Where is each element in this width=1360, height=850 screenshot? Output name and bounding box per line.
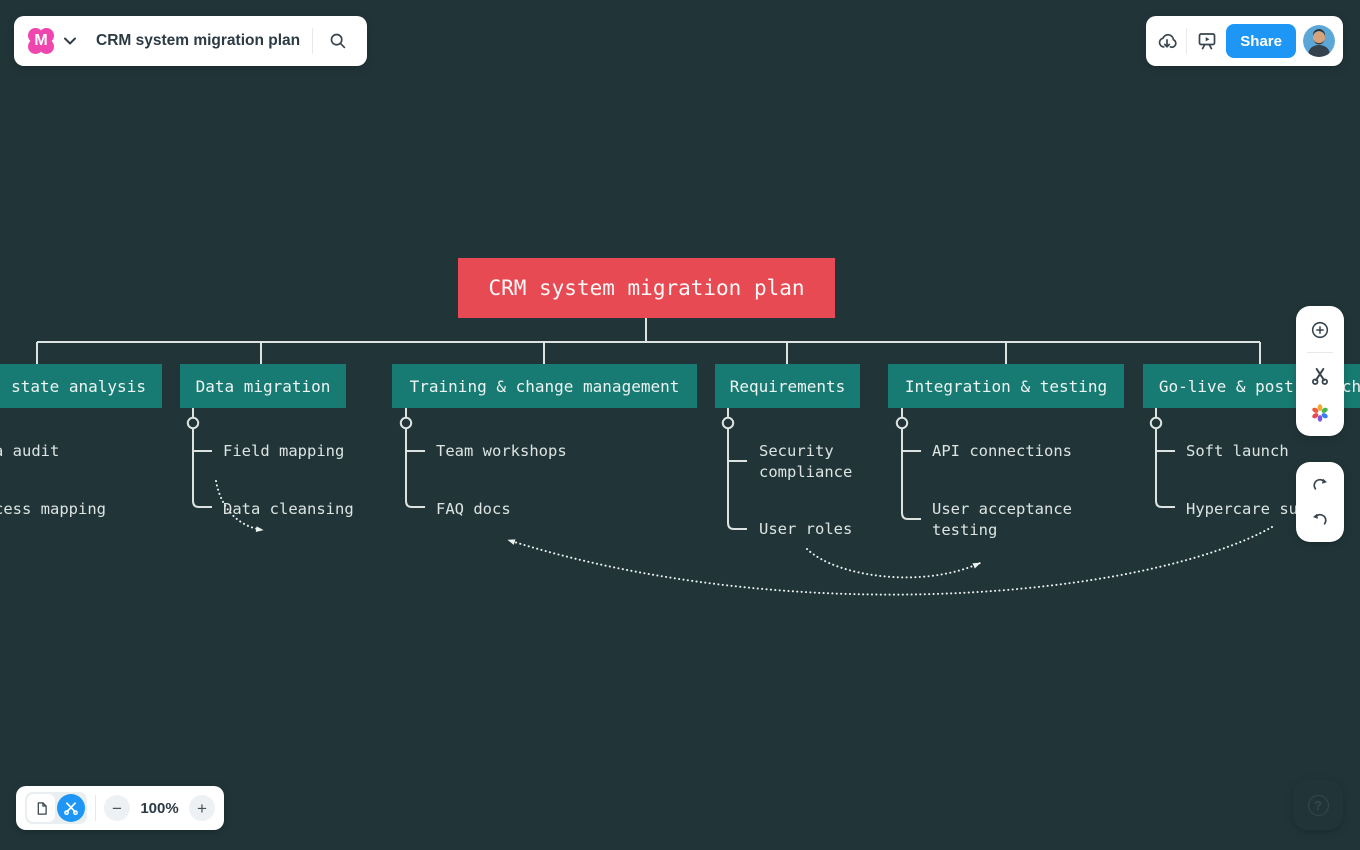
search-button[interactable] — [321, 24, 355, 58]
view-mode-toggle — [25, 792, 87, 824]
branch-node-data-migration[interactable]: Data migration — [180, 364, 346, 408]
mindmeister-logo-icon — [28, 28, 54, 54]
undo-icon — [1313, 513, 1327, 525]
branch-node-integration-testing[interactable]: Integration & testing — [888, 364, 1124, 408]
branch-node-current-state-analysis[interactable]: Current state analysis — [0, 364, 162, 408]
minus-icon: − — [112, 798, 122, 818]
branch-label: Training & change management — [409, 376, 680, 396]
child-node-soft-launch[interactable]: Soft launch — [1186, 442, 1289, 460]
branch-label: Data migration — [195, 376, 331, 396]
map-tools-panel — [1296, 306, 1344, 436]
child-node-user-acceptance-testing[interactable]: User acceptance testing — [932, 500, 1072, 539]
header-divider — [312, 28, 313, 54]
child-node-data-cleansing[interactable]: Data cleansing — [223, 500, 354, 518]
zoom-in-button[interactable]: + — [189, 795, 215, 821]
document-icon — [37, 801, 47, 815]
undo-button[interactable] — [1300, 502, 1340, 537]
branch-connectors — [186, 408, 1175, 530]
zoom-out-button[interactable]: − — [104, 795, 130, 821]
child-node-api-connections[interactable]: API connections — [932, 442, 1072, 460]
branch-label: Requirements — [729, 376, 846, 396]
child-node-data-audit[interactable]: Data audit — [0, 442, 60, 460]
scissors-icon — [64, 802, 78, 816]
redo-icon — [1313, 478, 1327, 490]
zoom-divider — [95, 795, 96, 821]
cloud-download-icon — [1158, 33, 1177, 49]
child-node-process-mapping[interactable]: Process mapping — [0, 500, 106, 518]
child-node-user-roles[interactable]: User roles — [759, 520, 853, 538]
branch-label: Current state analysis — [0, 376, 146, 396]
plus-icon: + — [197, 798, 207, 818]
search-icon — [330, 33, 346, 49]
view-zoom-bar: − 100% + — [16, 786, 224, 830]
branch-node-training-change-management[interactable]: Training & change management — [392, 364, 697, 408]
collaboration-toolbar-card: Share — [1146, 16, 1343, 66]
child-node-faq-docs[interactable]: FAQ docs — [436, 500, 511, 518]
panel-divider — [1307, 352, 1333, 353]
app-logo[interactable]: M — [26, 26, 56, 56]
redo-button[interactable] — [1300, 467, 1340, 502]
document-header-card: M CRM system migration plan — [14, 16, 367, 66]
child-node-team-workshops[interactable]: Team workshops — [436, 442, 567, 460]
logo-letter: M — [34, 32, 48, 49]
cloud-sync-button[interactable] — [1154, 24, 1179, 58]
branch-node-requirements[interactable]: Requirements — [715, 364, 860, 408]
mindmap-view-button[interactable] — [57, 794, 85, 822]
rainbow-flower-icon — [1312, 403, 1328, 422]
document-title[interactable]: CRM system migration plan — [96, 32, 301, 49]
share-button[interactable]: Share — [1226, 24, 1296, 58]
outline-view-button[interactable] — [27, 794, 55, 822]
presentation-mode-button[interactable] — [1194, 24, 1219, 58]
chevron-down-icon[interactable] — [64, 37, 76, 45]
history-panel — [1296, 462, 1344, 542]
relationship-arrow-audit-to-data-migration[interactable] — [215, 480, 264, 533]
help-button[interactable]: ? — [1293, 780, 1343, 830]
scissors-tool-button[interactable] — [1300, 357, 1340, 394]
add-node-button[interactable] — [1300, 311, 1340, 348]
scissors-icon — [1311, 368, 1329, 386]
toolbar-divider — [1186, 28, 1188, 54]
user-avatar[interactable] — [1303, 25, 1335, 57]
presentation-icon — [1198, 33, 1216, 50]
child-node-field-mapping[interactable]: Field mapping — [223, 442, 345, 460]
zoom-level[interactable]: 100% — [140, 799, 179, 817]
root-node[interactable]: CRM system migration plan — [458, 258, 835, 318]
question-mark-icon: ? — [1307, 794, 1329, 816]
relationship-arrow-hypercare-to-faq[interactable] — [507, 526, 1273, 596]
relationship-arrow-user-roles-to-uat[interactable] — [806, 548, 981, 579]
theme-flower-button[interactable] — [1300, 394, 1340, 431]
branch-label: Integration & testing — [904, 376, 1108, 396]
root-node-label: CRM system migration plan — [488, 276, 805, 300]
avatar-photo — [1303, 25, 1335, 57]
child-node-security-compliance[interactable]: Security compliance — [759, 442, 853, 481]
circled-plus-icon — [1311, 321, 1329, 338]
